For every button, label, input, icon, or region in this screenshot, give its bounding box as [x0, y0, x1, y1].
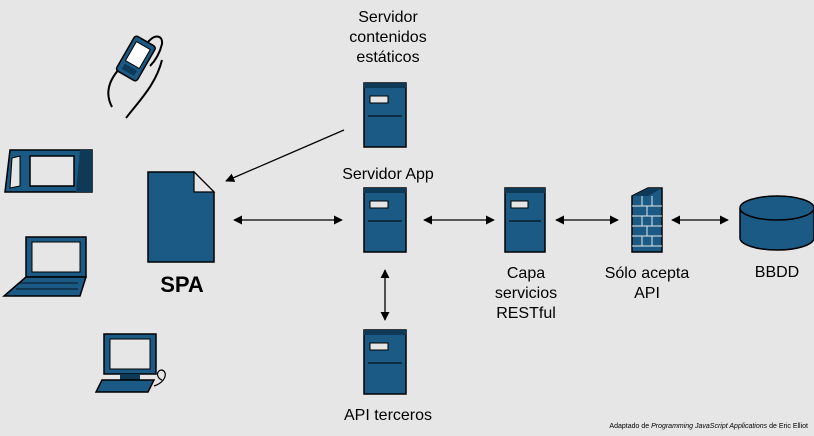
third-party-server-icon — [363, 329, 407, 395]
static-server-label: Servidor contenidos estáticos — [349, 9, 427, 66]
rest-layer-label: Capa servicios RESTful — [494, 265, 558, 322]
source-credit: Adaptado de Programming JavaScript Appli… — [609, 423, 808, 430]
desktop-computer-icon — [94, 333, 166, 393]
static-server-icon — [363, 82, 407, 148]
third-party-api-label: API terceros — [343, 407, 433, 424]
tablet-icon — [4, 149, 93, 193]
arrow-static-to-spa — [225, 129, 345, 182]
rest-server-icon — [504, 187, 546, 253]
handheld-device-icon — [107, 35, 164, 119]
spa-label: SPA — [160, 272, 204, 297]
api-only-label: Sólo acepta API — [604, 265, 690, 302]
laptop-icon — [1, 236, 88, 297]
database-icon — [739, 195, 814, 251]
app-server-icon — [363, 187, 407, 253]
app-server-label: Servidor App — [342, 166, 434, 183]
firewall-icon — [631, 187, 663, 253]
database-label: BBDD — [754, 264, 800, 281]
document-icon — [147, 170, 216, 263]
